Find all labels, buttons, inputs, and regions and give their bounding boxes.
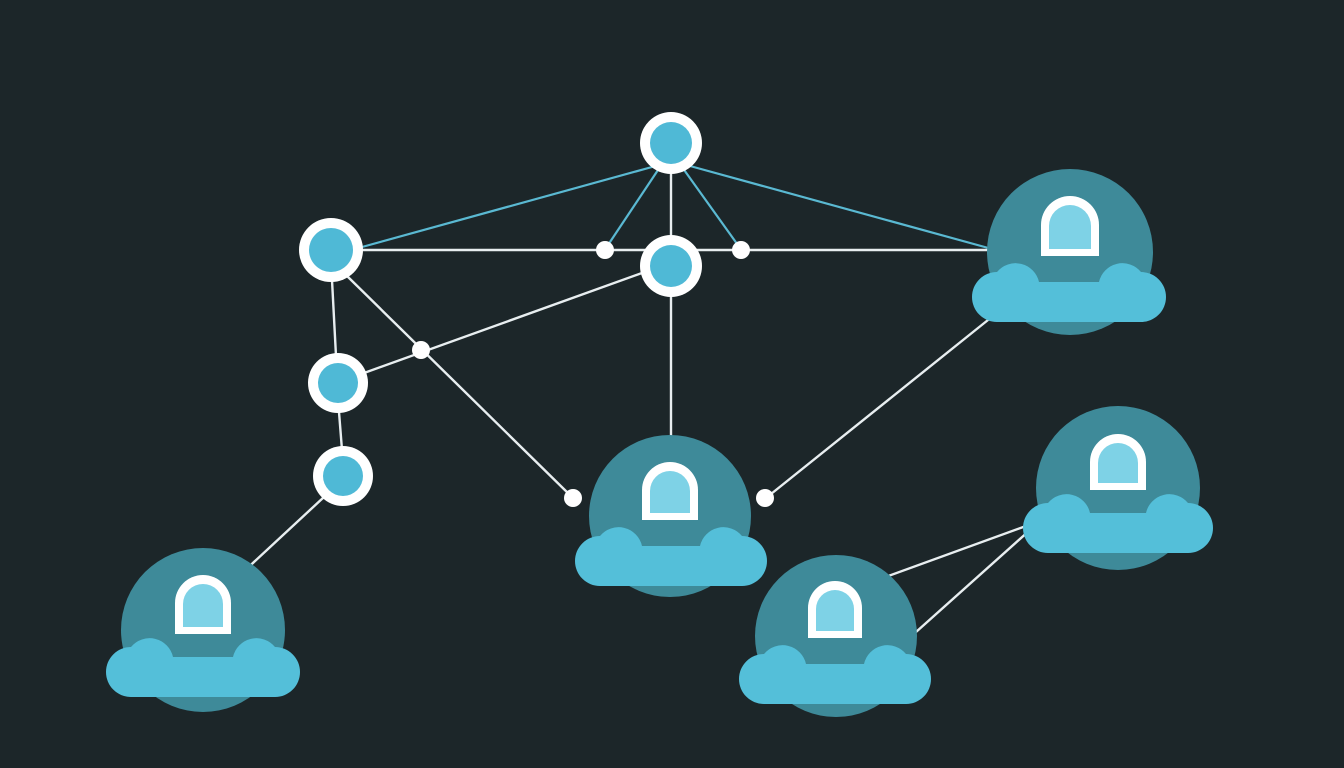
edge-hub-top-cloud-top-right [688,164,994,251]
cloud-center-shape [575,527,767,586]
junction-center-left [564,489,582,507]
lock-icon [175,575,231,634]
edge-hub-mid-left-hub-center [362,271,644,375]
cloud-top-right [972,169,1166,335]
lock-icon [642,462,698,520]
edge-hub-top-junction-right [680,165,742,250]
edge-cloud-top-right-junction-center-right [764,318,990,500]
hub-center-core [650,245,692,287]
lock-icon [1090,434,1146,490]
hub-mid-left [308,353,368,413]
lock-icon [808,581,862,638]
junction-right [732,241,750,259]
edge-hub-mid-left-hub-lower-left [337,410,344,452]
cloud-right [1023,406,1213,570]
edge-cloud-bottom-right-cloud-right-b [914,528,1032,634]
hub-top-core [650,122,692,164]
junction-left [596,241,614,259]
edge-hub-top-junction-left [604,165,662,250]
hub-left-core [309,228,353,272]
cloud-bottom-right [739,555,931,717]
cloud-bottom-left-shape [106,638,300,697]
cloud-bottom-right-shape [739,645,931,704]
cloud-bottom-left [106,548,300,712]
junction-mid [412,341,430,359]
hub-center [640,235,702,297]
hub-lower-left-core [323,456,363,496]
edge-hub-left-hub-mid-left [330,278,338,358]
edge-hub-left-junction-center-left [344,273,575,500]
cloud-right-shape [1023,494,1213,553]
junction-center-right [756,489,774,507]
hub-top [640,112,702,174]
hub-mid-left-core [318,363,358,403]
cloud-center [575,435,767,597]
lock-icon [1041,196,1099,256]
hub-left [299,218,363,282]
junctions [412,241,774,507]
hub-lower-left [313,446,373,506]
edge-hub-left-hub-top [360,165,654,249]
cloud-top-right-shape [972,263,1166,322]
edge-hub-lower-left-cloud-bottom-left [238,495,326,577]
